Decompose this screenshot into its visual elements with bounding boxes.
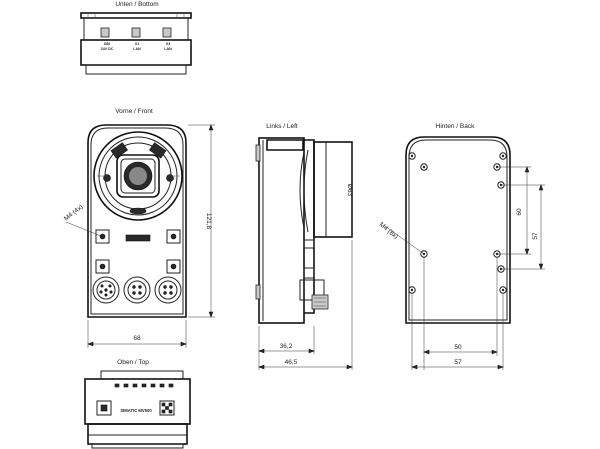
x80-sublabel: 24V DC [101,47,114,51]
back-pitch-v-outer: 57 [532,232,539,240]
top-view-title: Oben / Top [117,359,149,366]
back-view-title: Hinten / Back [436,123,475,130]
front-height-dim: 121,8 [205,213,212,230]
back-pitch-h-outer: 57 [454,359,462,366]
top-view: Oben / Top SIMATIC MV500 [84,359,191,449]
left-depth-total-dim: 46,5 [285,359,298,366]
front-thread-label: M4 (4x) [63,203,85,222]
bottom-view-title: Unten / Bottom [115,1,158,8]
front-view: Vorne / Front [63,108,215,348]
x3-label: X3 [166,42,170,46]
back-pitch-h-inner: 50 [454,344,462,351]
top-product-label: SIMATIC MV500 [120,408,152,413]
front-width-dim: 68 [133,335,141,342]
back-pitch-v-inner: 60 [516,208,523,216]
x1-label: X1 [135,42,139,46]
x80-label: X80 [104,42,110,46]
left-depth-body-dim: 36,2 [280,343,293,350]
bottom-view: Unten / Bottom X80 24V DC X1 LAN X3 LAN [80,1,192,75]
back-view: Hinten / Back M4 (8x) 60 57 [378,123,545,370]
x3-sublabel: LAN [164,47,172,51]
front-view-title: Vorne / Front [115,108,153,115]
x1-sublabel: LAN [133,47,141,51]
back-thread-label: M4 (8x) [378,221,399,241]
left-view: Links / Left Ø63 36,2 46,5 [255,123,353,370]
left-view-title: Links / Left [266,123,298,130]
left-diameter-dim: Ø63 [346,184,353,197]
